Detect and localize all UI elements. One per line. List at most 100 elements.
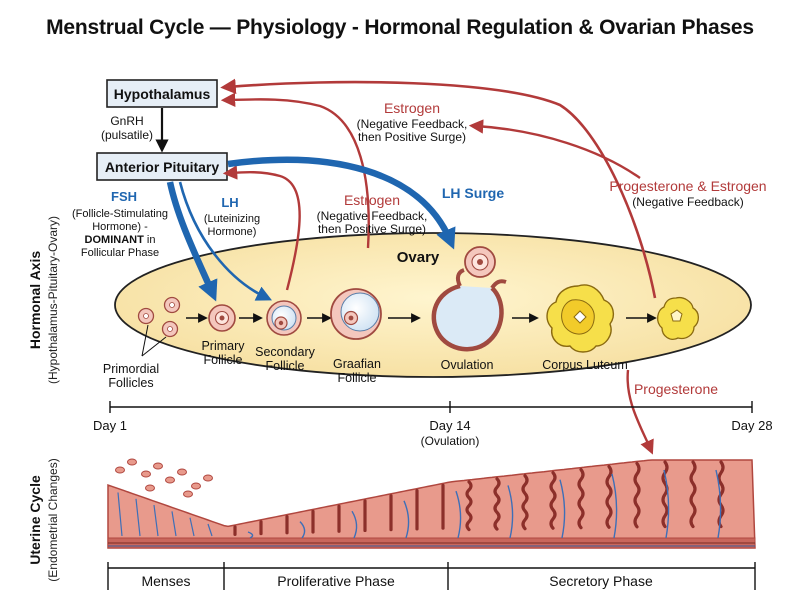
menses-vessel-154 — [153, 505, 159, 537]
corpus-luteum-label: Corpus Luteum — [542, 358, 627, 372]
day28-label: Day 28 — [731, 418, 772, 433]
menses-fragment-5 — [177, 468, 187, 476]
graafian-label-2: Follicle — [338, 371, 377, 385]
endometrium-illustration — [107, 458, 756, 549]
released-oocyte — [464, 246, 496, 278]
estrogen-mid-feedback-arrow — [222, 165, 301, 291]
secondary-label-1: Secondary — [255, 345, 316, 359]
corpus-luteum — [546, 284, 615, 353]
corpus-albicans — [657, 296, 700, 340]
progesterone-label: Progesterone — [634, 381, 718, 397]
primary-label-1: Primary — [201, 339, 245, 353]
gnrh-sublabel: (pulsatile) — [101, 128, 153, 142]
endometrial-gland-17 — [689, 460, 697, 529]
fsh-dominant-text: DOMINANT — [85, 234, 145, 246]
menses-fragment-2 — [141, 470, 151, 478]
progesterone-estrogen-feedback-arrow — [220, 78, 657, 299]
menses-vessel-190 — [189, 517, 195, 537]
endometrial-gland-9 — [465, 480, 473, 532]
endometrium-tissue — [107, 459, 756, 549]
menses-fragment-0 — [115, 466, 125, 474]
ovary-label: Ovary — [397, 249, 440, 266]
hormonal-axis-side-label: Hormonal Axis (Hypothalamus-Pituitary-Ov… — [27, 216, 60, 384]
gnrh-label: GnRH — [110, 114, 143, 128]
primordial-follicles — [137, 296, 181, 357]
hypothalamus-box — [106, 79, 218, 108]
graafian-label-1: Graafian — [333, 357, 381, 371]
menses-vessel-136 — [135, 498, 141, 537]
fsh-in-text: in — [144, 234, 156, 246]
menses-fragment-4 — [165, 476, 175, 484]
estrogen-top-feedback-arrow — [220, 92, 370, 249]
estrogen-top-label: Estrogen — [384, 100, 440, 116]
lh-desc-2: Hormone) — [208, 226, 257, 238]
progesterone-to-uterus-arrow — [626, 369, 654, 455]
menses-fragment-1 — [127, 458, 137, 466]
secretory-label: Secretory Phase — [549, 573, 653, 589]
menses-vessel-172 — [171, 511, 177, 537]
day1-label: Day 1 — [93, 418, 127, 433]
hormonal-axis-label: Hormonal Axis — [27, 251, 43, 349]
graafian-follicle — [330, 288, 382, 340]
spiral-artery-1 — [299, 521, 306, 539]
hypothalamus-label: Hypothalamus — [114, 86, 211, 102]
primary-label-2: Follicle — [204, 353, 243, 367]
lh-surge-label: LH Surge — [442, 185, 504, 201]
fsh-desc-4: Follicular Phase — [81, 247, 159, 259]
estrogen-top-desc-2: then Positive Surge) — [358, 130, 466, 144]
prog-estrogen-label: Progesterone & Estrogen — [609, 178, 766, 194]
menses-fragment-3 — [153, 462, 163, 470]
endometrial-gland-15 — [633, 461, 641, 529]
ovulation-label: Ovulation — [441, 358, 494, 372]
uterine-cycle-sublabel: (Endometrial Changes) — [46, 458, 60, 581]
endometrial-gland-13 — [577, 467, 585, 530]
spiral-artery-3 — [403, 500, 410, 539]
fsh-desc-3: DOMINANT in — [85, 234, 156, 246]
estrogen-mid-label: Estrogen — [344, 192, 400, 208]
spiral-artery-6 — [559, 479, 566, 539]
spiral-artery-2 — [351, 510, 358, 539]
secondary-label-2: Follicle — [266, 359, 305, 373]
fsh-desc-1: (Follicle-Stimulating — [72, 208, 168, 220]
ovulation-follicle — [431, 268, 507, 352]
uterine-phase-bar: Menses Proliferative Phase Secretory Pha… — [107, 562, 756, 590]
primordial-label-2: Follicles — [108, 376, 153, 390]
prog-estrogen-to-estrogen-arrow — [468, 119, 641, 179]
fsh-label: FSH — [111, 189, 137, 204]
fsh-desc-2: Hormone) - — [92, 221, 148, 233]
estrogen-mid-desc-1: (Negative Feedback, — [317, 209, 428, 223]
menses-vessel-118 — [117, 492, 123, 537]
fsh-arrow — [166, 181, 218, 302]
menses-fragment-9 — [183, 490, 193, 498]
day14-label: Day 14 — [429, 418, 470, 433]
lh-arrow — [178, 181, 273, 301]
uterine-cycle-side-label: Uterine Cycle (Endometrial Changes) — [27, 458, 60, 581]
spiral-artery-0 — [247, 531, 254, 539]
uterine-cycle-label: Uterine Cycle — [27, 475, 43, 565]
endometrial-gland-11 — [521, 474, 529, 531]
endometrial-gland-12 — [549, 471, 557, 530]
spiral-artery-9 — [715, 469, 722, 539]
endometrial-gland-10 — [493, 477, 501, 531]
spiral-artery-5 — [507, 485, 514, 539]
estrogen-mid-desc-2: then Positive Surge) — [318, 222, 426, 236]
spiral-artery-7 — [611, 473, 618, 539]
lh-label: LH — [221, 195, 238, 210]
day14-sublabel: (Ovulation) — [421, 434, 480, 448]
anterior-pituitary-label: Anterior Pituitary — [105, 159, 220, 175]
endometrial-gland-14 — [605, 464, 613, 529]
lh-desc-1: (Luteinizing — [204, 213, 260, 225]
spiral-artery-8 — [663, 469, 670, 539]
secondary-follicle — [266, 300, 302, 336]
hormonal-axis-sublabel: (Hypothalamus-Pituitary-Ovary) — [46, 216, 60, 384]
cycle-timeline: Day 1 Day 14 (Ovulation) Day 28 — [93, 401, 773, 448]
estrogen-top-desc-1: (Negative Feedback, — [357, 117, 468, 131]
primordial-label-1: Primordial — [103, 362, 159, 376]
spiral-artery-4 — [455, 490, 462, 539]
primary-follicle — [208, 304, 236, 332]
menses-fragment-7 — [203, 474, 213, 482]
proliferative-label: Proliferative Phase — [277, 573, 395, 589]
lh-surge-arrow — [227, 156, 456, 250]
menses-label: Menses — [141, 573, 190, 589]
